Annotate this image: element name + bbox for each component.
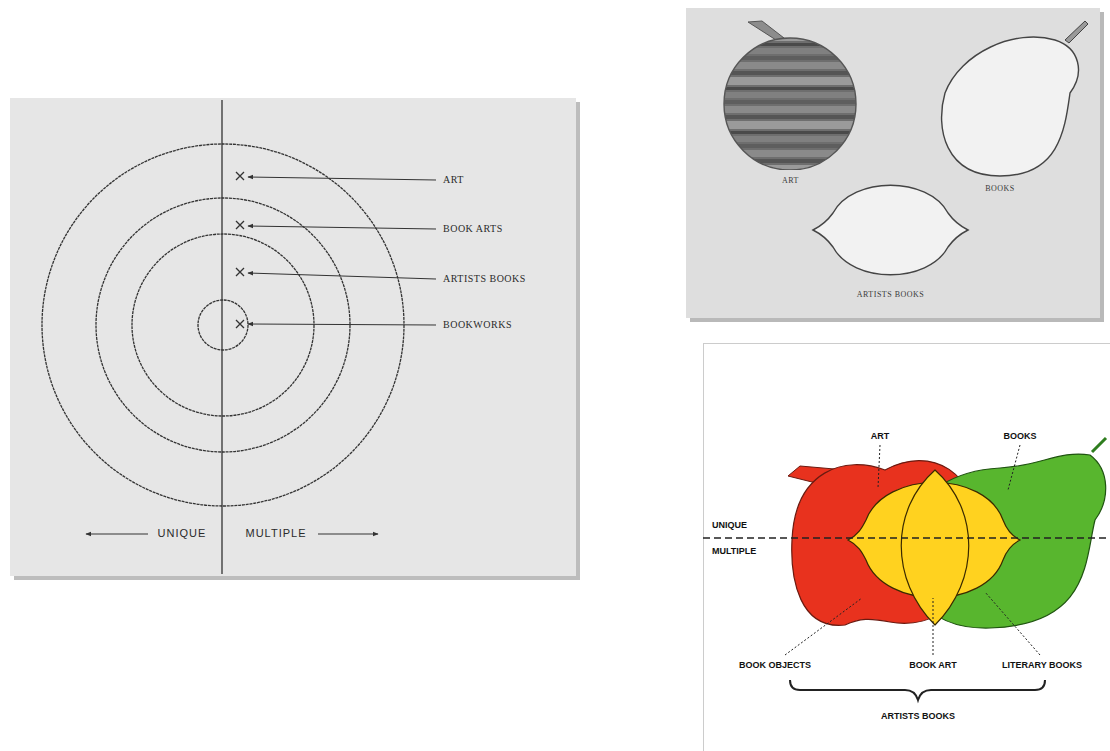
paper-ground: [686, 8, 1100, 318]
region-label: BOOK ART: [909, 660, 957, 671]
x-marks: [236, 172, 244, 328]
bracket-label: ARTISTS BOOKS: [881, 711, 955, 722]
fruit-outline: [808, 176, 973, 284]
axis-label: UNIQUE: [158, 527, 207, 540]
pear-stem: [1092, 438, 1106, 452]
fruit-outline: [905, 18, 1095, 178]
leader-lines: [785, 445, 1040, 655]
fruit-outline: [718, 18, 863, 170]
unique-multiple-line: [703, 537, 1110, 538]
bracket: [790, 680, 1045, 700]
fruit-label: ART: [718, 176, 863, 185]
ring-label: BOOKWORKS: [443, 319, 512, 331]
book-arts-circle: [96, 198, 350, 452]
fruit-stem: [1065, 21, 1088, 43]
overlap-lens: [901, 470, 969, 625]
paper-ground: [10, 98, 576, 576]
panel-ground: [704, 344, 1110, 751]
fruit-shape: [942, 37, 1079, 176]
concentric-diagram: [10, 98, 580, 580]
ring-label: ARTISTS BOOKS: [443, 273, 526, 285]
direction-arrows: [86, 534, 378, 535]
ring-label: ART: [443, 174, 464, 186]
ring-label: BOOK ARTS: [443, 223, 503, 235]
category-label: BOOKS: [1003, 431, 1036, 442]
fruit-shape: [724, 38, 856, 170]
region-label: BOOK OBJECTS: [739, 660, 811, 671]
artists-books-circle: [132, 234, 314, 416]
fruit-venn: [703, 344, 1110, 751]
fruit-label: ARTISTS BOOKS: [808, 290, 973, 299]
axis-label: UNIQUE: [712, 520, 747, 531]
category-label: ART: [871, 431, 890, 442]
bookworks-circle: [198, 300, 248, 350]
axis-label: MULTIPLE: [246, 527, 307, 540]
apple-node: ART: [718, 18, 863, 185]
region-label: LITERARY BOOKS: [1002, 660, 1082, 671]
axis-label: MULTIPLE: [712, 546, 756, 557]
pear-node: BOOKS: [905, 18, 1095, 193]
leader-lines: [248, 177, 436, 325]
fruit-label: BOOKS: [905, 184, 1095, 193]
fruit-shape: [813, 185, 968, 275]
lemon-node: ARTISTS BOOKS: [808, 176, 973, 299]
fruit-stem: [748, 21, 784, 40]
divider-line: [221, 100, 222, 574]
